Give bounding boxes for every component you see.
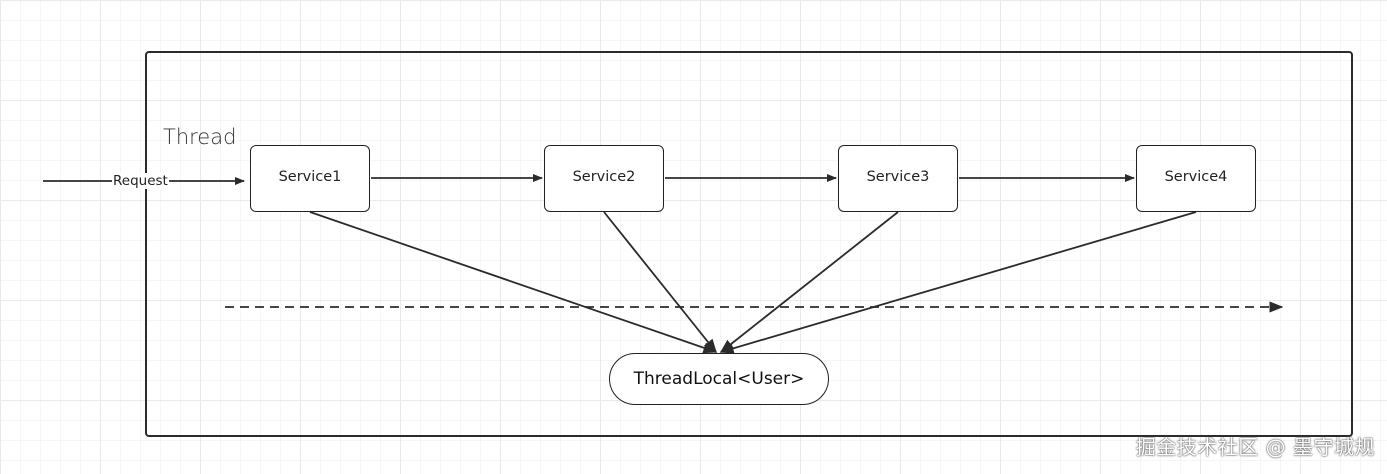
arrow-service1-threadlocal: [309, 211, 718, 354]
service4-box[interactable]: Service4: [1136, 145, 1256, 212]
service3-box[interactable]: Service3: [838, 145, 958, 212]
watermark: 掘金技术社区 @ 墨守城规: [1135, 435, 1375, 459]
thread-frame: [145, 51, 1353, 437]
arrow-service3-threadlocal: [719, 211, 899, 353]
arrow-service4-threadlocal: [719, 211, 1197, 354]
threadlocal-box[interactable]: ThreadLocal<User>: [609, 353, 829, 405]
request-label: Request: [112, 173, 169, 189]
arrow-service2-threadlocal: [603, 211, 717, 354]
thread-label: Thread: [163, 125, 237, 149]
service2-box[interactable]: Service2: [544, 145, 664, 212]
service1-box[interactable]: Service1: [250, 145, 370, 212]
